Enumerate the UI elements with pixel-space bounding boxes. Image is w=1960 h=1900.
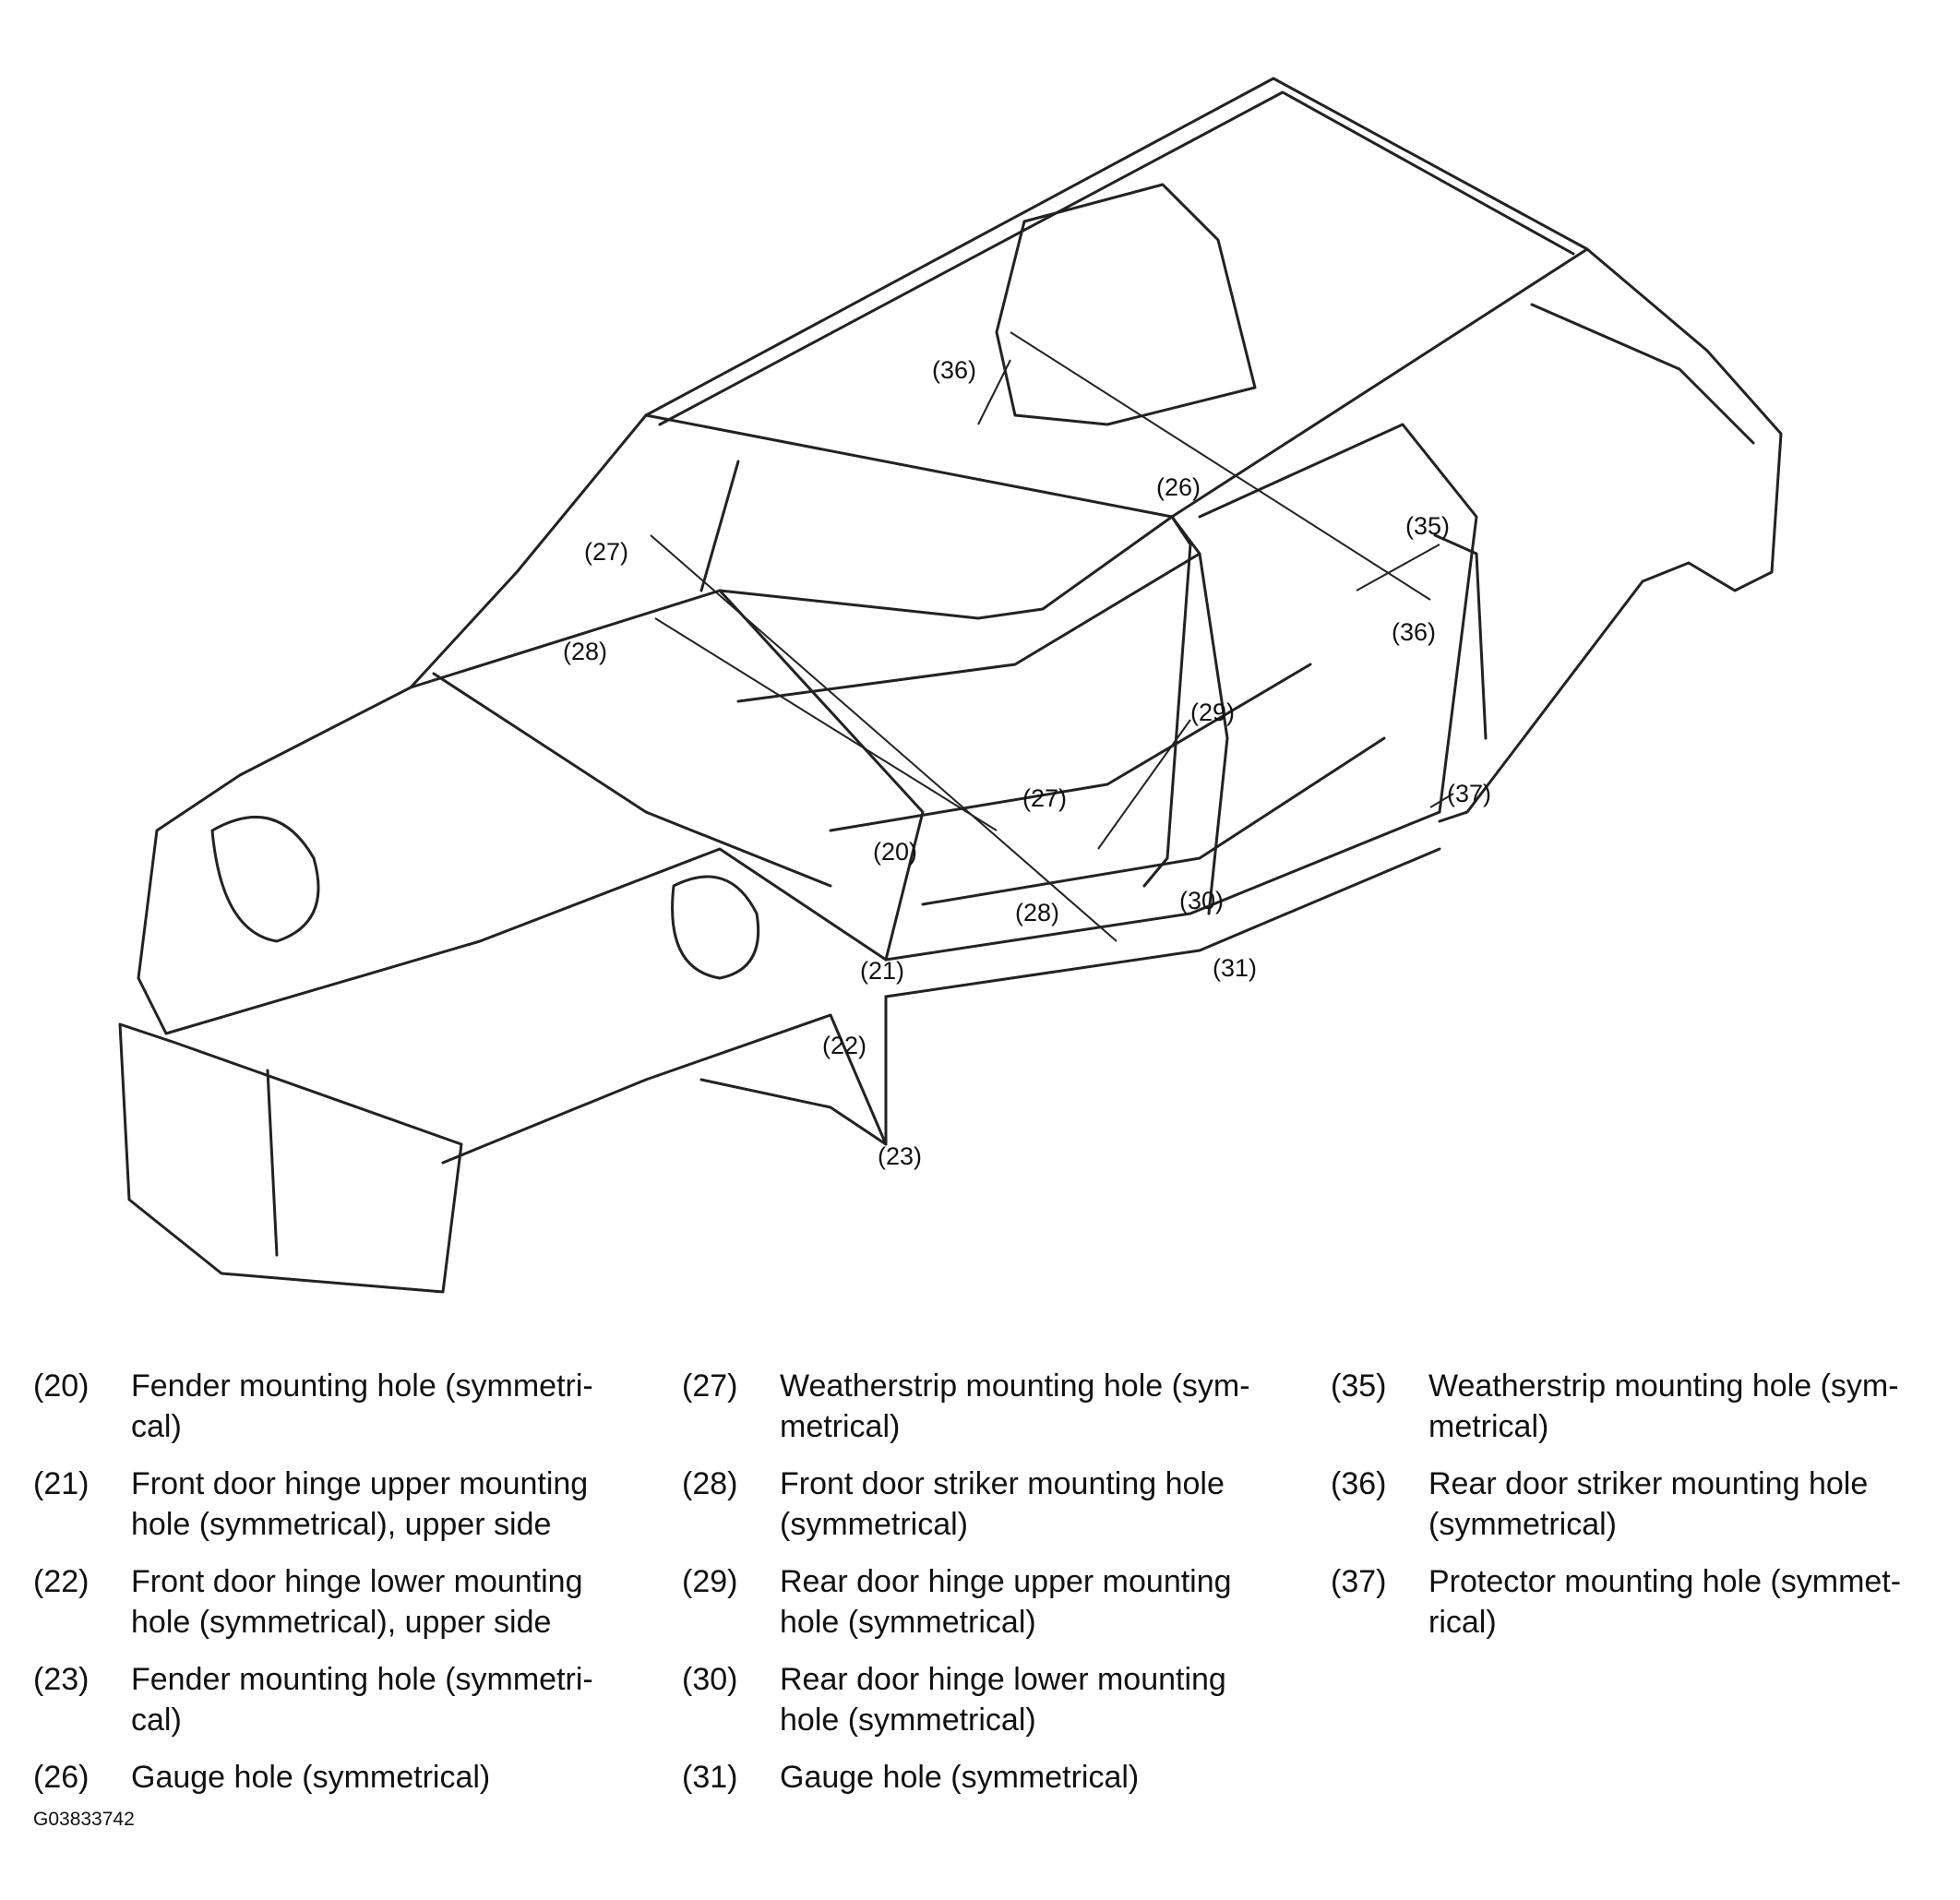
legend: (20)Fender mounting hole (symmetri-cal) … bbox=[33, 1366, 1934, 1799]
leader-line-37 bbox=[1429, 793, 1454, 808]
legend-column-1: (20)Fender mounting hole (symmetri-cal) … bbox=[33, 1366, 642, 1855]
legend-number: (28) bbox=[682, 1466, 738, 1501]
callout-label: (35) bbox=[1405, 512, 1450, 540]
legend-number: (26) bbox=[33, 1760, 90, 1795]
legend-number: (29) bbox=[682, 1564, 738, 1599]
callout-label: (31) bbox=[1213, 954, 1257, 982]
callout-label: (27) bbox=[1022, 784, 1067, 812]
callout-label: (28) bbox=[563, 638, 607, 665]
side-sill-lower bbox=[884, 847, 1441, 998]
floor-cross-1 bbox=[736, 552, 1201, 703]
leader-line-36-top bbox=[977, 359, 1011, 425]
legend-description: Protector mounting hole (symmet-rical) bbox=[1428, 1564, 1902, 1640]
legend-description: Weatherstrip mounting hole (sym-metrical… bbox=[1428, 1368, 1899, 1444]
legend-description: Rear door hinge lower mounting hole (sym… bbox=[780, 1662, 1226, 1738]
legend-number: (31) bbox=[682, 1760, 738, 1795]
legend-description: Fender mounting hole (symmetri-cal) bbox=[131, 1662, 593, 1738]
rear-seat-outline bbox=[995, 183, 1257, 426]
legend-number: (21) bbox=[33, 1466, 90, 1501]
b-pillar bbox=[1170, 515, 1229, 915]
legend-item: (21) Front door hinge upper mounting hole… bbox=[33, 1464, 642, 1561]
callout-label: (26) bbox=[1156, 473, 1201, 501]
leader-line-35 bbox=[1356, 544, 1440, 592]
callout-label: (20) bbox=[873, 838, 917, 866]
legend-description: Rear door hinge upper mounting hole (sym… bbox=[780, 1564, 1232, 1640]
front-rail bbox=[441, 1013, 888, 1165]
leader-line-29 bbox=[1097, 719, 1191, 850]
legend-number: (36) bbox=[1331, 1466, 1387, 1501]
car-body-diagram: (36) (26) (35) (27) (28) (36) (29) (37) … bbox=[118, 77, 1783, 1294]
legend-description: Gauge hole (symmetrical) bbox=[780, 1760, 1140, 1795]
legend-item: (22) Front door hinge lower mounting hole… bbox=[33, 1561, 642, 1659]
legend-item: (26) Gauge hole (symmetrical) bbox=[33, 1757, 642, 1855]
radiator-support-inner bbox=[266, 1069, 279, 1257]
floor-cross-3 bbox=[921, 736, 1386, 906]
roof-outline bbox=[644, 77, 1589, 519]
leader-line-36-top-b bbox=[1010, 331, 1431, 601]
legend-item: (27) Weatherstrip mounting hole (sym-metr… bbox=[682, 1366, 1291, 1464]
strut-tower-right bbox=[671, 875, 760, 980]
windshield-lower bbox=[409, 589, 980, 689]
legend-item: (23) Fender mounting hole (symmetri-cal) bbox=[33, 1659, 642, 1757]
callout-label: (23) bbox=[878, 1142, 922, 1170]
floor-pan bbox=[718, 589, 925, 962]
rear-opening bbox=[1530, 303, 1755, 445]
rear-door-opening bbox=[1198, 423, 1478, 814]
callout-label: (36) bbox=[932, 356, 976, 384]
front-crossmember bbox=[164, 847, 888, 1035]
strut-tower-left bbox=[210, 816, 320, 943]
floor-cross-2 bbox=[829, 663, 1312, 832]
leader-line-28-top bbox=[654, 617, 998, 831]
legend-description: Front door hinge lower mounting hole (sy… bbox=[131, 1564, 583, 1640]
callout-label: (30) bbox=[1179, 887, 1224, 914]
legend-description: Front door hinge upper mounting hole (sy… bbox=[131, 1466, 589, 1542]
lower-front-body bbox=[699, 995, 888, 1146]
cowl bbox=[432, 672, 832, 888]
callout-label: (37) bbox=[1447, 780, 1491, 807]
rear-quarter bbox=[1438, 247, 1783, 823]
legend-item: (31) Gauge hole (symmetrical) bbox=[682, 1757, 1291, 1855]
front-door-opening bbox=[976, 515, 1192, 888]
legend-description: Gauge hole (symmetrical) bbox=[131, 1760, 491, 1795]
legend-number: (35) bbox=[1331, 1368, 1387, 1404]
legend-description: Weatherstrip mounting hole (sym-metrical… bbox=[780, 1368, 1250, 1444]
legend-description: Rear door striker mounting hole (symmetr… bbox=[1428, 1466, 1869, 1542]
legend-item: (28) Front door striker mounting hole (sy… bbox=[682, 1464, 1291, 1561]
legend-description: Front door striker mounting hole (symmet… bbox=[780, 1466, 1225, 1542]
legend-item: (29) Rear door hinge upper mounting hole … bbox=[682, 1561, 1291, 1659]
front-fender-apron bbox=[137, 686, 412, 1035]
legend-number: (30) bbox=[682, 1662, 738, 1697]
legend-description: Fender mounting hole (symmetri-cal) bbox=[131, 1368, 593, 1444]
legend-number: (23) bbox=[33, 1662, 90, 1697]
legend-item: (30) Rear door hinge lower mounting hole … bbox=[682, 1659, 1291, 1757]
figure-id: G03833742 bbox=[33, 1809, 135, 1830]
legend-number: (27) bbox=[682, 1368, 738, 1404]
legend-column-3: (35) Weatherstrip mounting hole (sym-metr… bbox=[1331, 1366, 1940, 1659]
callout-label: (21) bbox=[860, 957, 904, 985]
legend-item: (35) Weatherstrip mounting hole (sym-metr… bbox=[1331, 1366, 1940, 1464]
callout-label: (36) bbox=[1392, 618, 1436, 646]
c-pillar bbox=[1433, 533, 1488, 740]
callout-label: (28) bbox=[1015, 899, 1059, 926]
callout-label: (27) bbox=[584, 538, 628, 566]
windshield-inner bbox=[699, 460, 740, 592]
callout-label: (29) bbox=[1190, 699, 1235, 726]
roof-rail bbox=[658, 90, 1575, 426]
legend-number: (20) bbox=[33, 1368, 90, 1404]
car-body-shell bbox=[118, 77, 1783, 1294]
legend-column-2: (27) Weatherstrip mounting hole (sym-metr… bbox=[682, 1366, 1291, 1855]
callout-labels: (36) (26) (35) (27) (28) (36) (29) (37) … bbox=[563, 356, 1491, 1170]
legend-item: (36) Rear door striker mounting hole (sym… bbox=[1331, 1464, 1940, 1561]
radiator-support bbox=[118, 1022, 463, 1294]
callout-label: (22) bbox=[822, 1032, 866, 1059]
a-pillar bbox=[409, 413, 648, 689]
legend-number: (37) bbox=[1331, 1564, 1387, 1599]
leader-line-27-top bbox=[650, 534, 1117, 942]
legend-item: (37) Protector mounting hole (symmet-rica… bbox=[1331, 1561, 1940, 1659]
legend-number: (22) bbox=[33, 1564, 90, 1599]
legend-item: (20) Fender mounting hole (symmetri-cal) bbox=[33, 1366, 642, 1464]
leader-lines bbox=[650, 331, 1454, 942]
side-sill bbox=[884, 810, 1441, 962]
